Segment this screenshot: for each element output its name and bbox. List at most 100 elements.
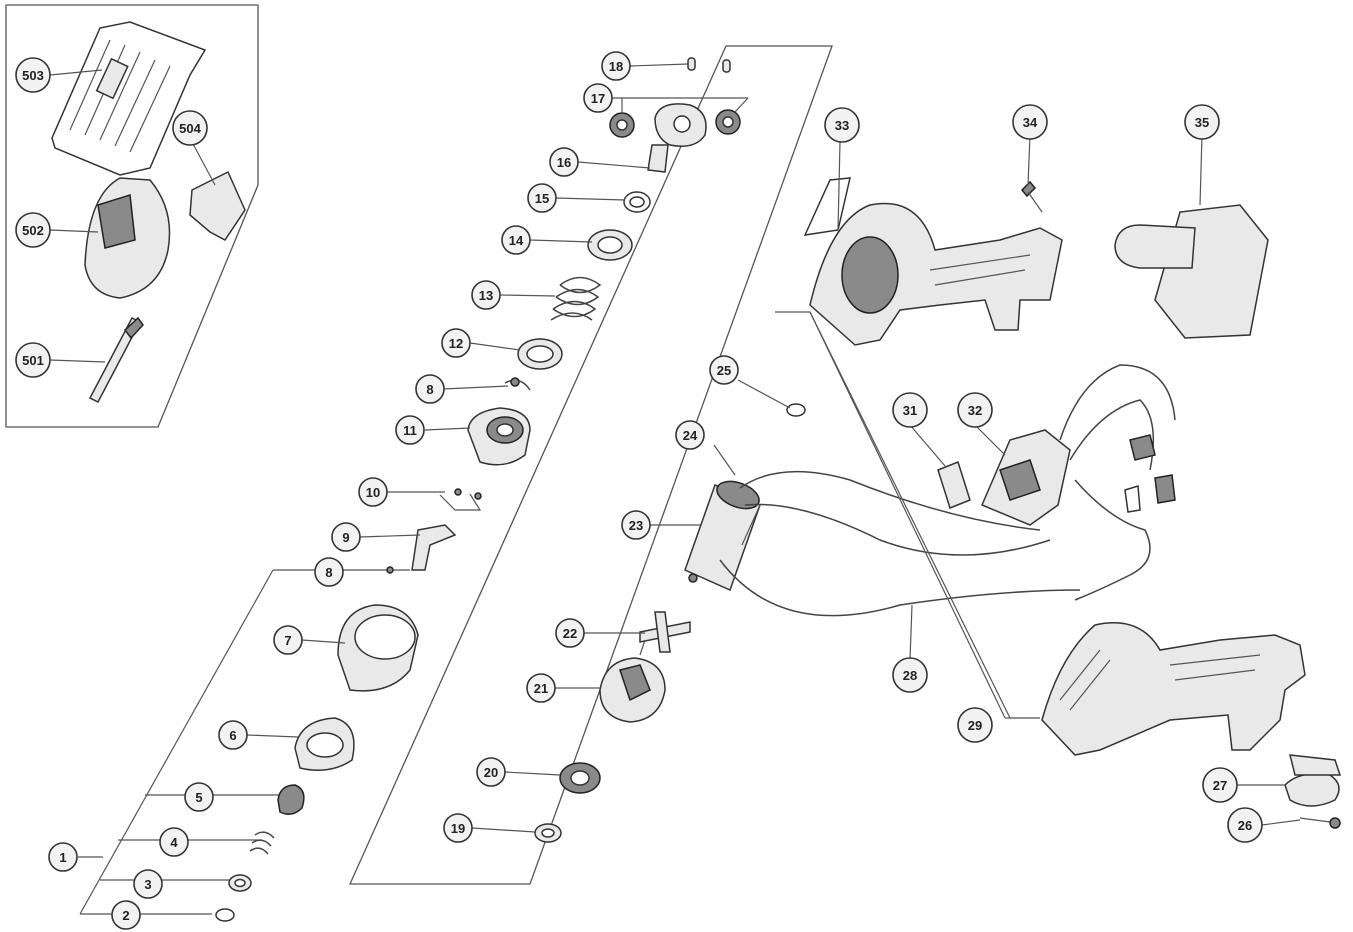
ball-part-8b (386, 566, 394, 574)
balloon-21: 21 (526, 673, 556, 703)
balloon-27: 27 (1202, 767, 1238, 803)
balloon-15: 15 (527, 183, 557, 213)
planet-gear-part (609, 103, 741, 147)
svg-text:34: 34 (1023, 115, 1038, 130)
svg-text:11: 11 (403, 423, 417, 438)
charger-part (84, 177, 171, 299)
svg-text:32: 32 (968, 403, 982, 418)
leader-29b (809, 311, 1006, 719)
svg-text:20: 20 (484, 765, 498, 780)
hammer-part-11 (467, 407, 531, 466)
balloon-35: 35 (1184, 104, 1220, 140)
svg-text:16: 16 (557, 155, 571, 170)
balloon-34: 34 (1012, 104, 1048, 140)
svg-text:10: 10 (366, 485, 380, 500)
balloon-17: 17 (583, 83, 613, 113)
svg-text:15: 15 (535, 191, 549, 206)
balloon-25: 25 (709, 355, 739, 385)
svg-text:12: 12 (449, 336, 463, 351)
balloon-5: 5 (184, 782, 214, 812)
balloon-29: 29 (957, 707, 993, 743)
balloon-7: 7 (273, 625, 303, 655)
gear-assembly-frame (348, 45, 833, 885)
accessory-inset-frame (5, 4, 259, 428)
balloon-8-upper: 8 (415, 374, 445, 404)
balloon-10: 10 (358, 477, 388, 507)
washer-part-19 (534, 823, 562, 843)
svg-text:21: 21 (534, 681, 548, 696)
balloon-502: 502 (15, 212, 51, 248)
svg-text:29: 29 (968, 718, 982, 733)
svg-text:503: 503 (22, 68, 44, 83)
balloon-13: 13 (471, 280, 501, 310)
housing-right-part (809, 202, 1063, 346)
motor-part-23 (684, 480, 761, 592)
svg-text:3: 3 (144, 877, 151, 892)
svg-text:8: 8 (325, 565, 332, 580)
svg-text:5: 5 (195, 790, 202, 805)
svg-text:25: 25 (717, 363, 731, 378)
svg-text:27: 27 (1213, 778, 1227, 793)
svg-text:23: 23 (629, 518, 643, 533)
spindle-part (647, 144, 669, 173)
svg-text:24: 24 (683, 428, 698, 443)
bearing-part-20 (559, 762, 601, 794)
svg-text:502: 502 (22, 223, 44, 238)
spring-part-13 (550, 276, 602, 321)
ball-part-8a (504, 377, 531, 391)
balloon-20: 20 (476, 757, 506, 787)
balloon-504: 504 (172, 110, 208, 146)
wiring-harness-part (719, 364, 1176, 617)
balloon-22: 22 (555, 618, 585, 648)
balloon-2: 2 (111, 900, 141, 930)
balloon-12: 12 (441, 328, 471, 358)
balloon-26: 26 (1227, 807, 1263, 843)
carry-case-part (51, 21, 207, 176)
washer-part-12 (517, 338, 563, 370)
housing-left-part (1041, 622, 1306, 756)
housing-cap-part-7 (337, 604, 419, 692)
svg-text:9: 9 (342, 530, 349, 545)
leader-lines (49, 63, 1301, 833)
gear-ring-part-21 (599, 657, 666, 723)
screw-part-34 (1020, 180, 1043, 213)
balloon-9: 9 (331, 522, 361, 552)
balloon-1: 1 (48, 842, 78, 872)
balloon-8-lower: 8 (314, 557, 344, 587)
svg-text:2: 2 (122, 908, 129, 923)
washer-part-3 (228, 874, 252, 892)
svg-text:8: 8 (426, 382, 433, 397)
balloon-501: 501 (15, 342, 51, 378)
anvil-part-9 (411, 524, 457, 571)
svg-text:501: 501 (22, 353, 44, 368)
svg-text:22: 22 (563, 626, 577, 641)
balloon-33: 33 (824, 107, 860, 143)
svg-text:35: 35 (1195, 115, 1209, 130)
balloon-6: 6 (218, 720, 248, 750)
svg-text:26: 26 (1238, 818, 1252, 833)
svg-text:13: 13 (479, 288, 493, 303)
svg-text:28: 28 (903, 668, 917, 683)
ring-part-2 (215, 908, 235, 922)
balloon-32: 32 (957, 392, 993, 428)
battery-part-35 (1114, 204, 1269, 339)
cap-part-27 (1284, 754, 1342, 807)
balloon-28: 28 (892, 657, 928, 693)
balloon-16: 16 (549, 147, 579, 177)
balloon-19: 19 (443, 813, 473, 843)
balloon-18: 18 (601, 51, 631, 81)
balloon-31: 31 (892, 392, 928, 428)
screw-part-26 (1299, 817, 1341, 829)
svg-text:18: 18 (609, 59, 623, 74)
bracket-1 (78, 569, 410, 915)
svg-text:504: 504 (179, 121, 201, 136)
bracket-29 (775, 311, 1011, 719)
plate-part-22 (639, 611, 691, 653)
pin-part-18 (687, 57, 731, 73)
svg-text:19: 19 (451, 821, 465, 836)
balloon-4: 4 (159, 827, 189, 857)
balloon-24: 24 (675, 420, 705, 450)
balloon-23: 23 (621, 510, 651, 540)
bit-holder-part (189, 170, 246, 241)
